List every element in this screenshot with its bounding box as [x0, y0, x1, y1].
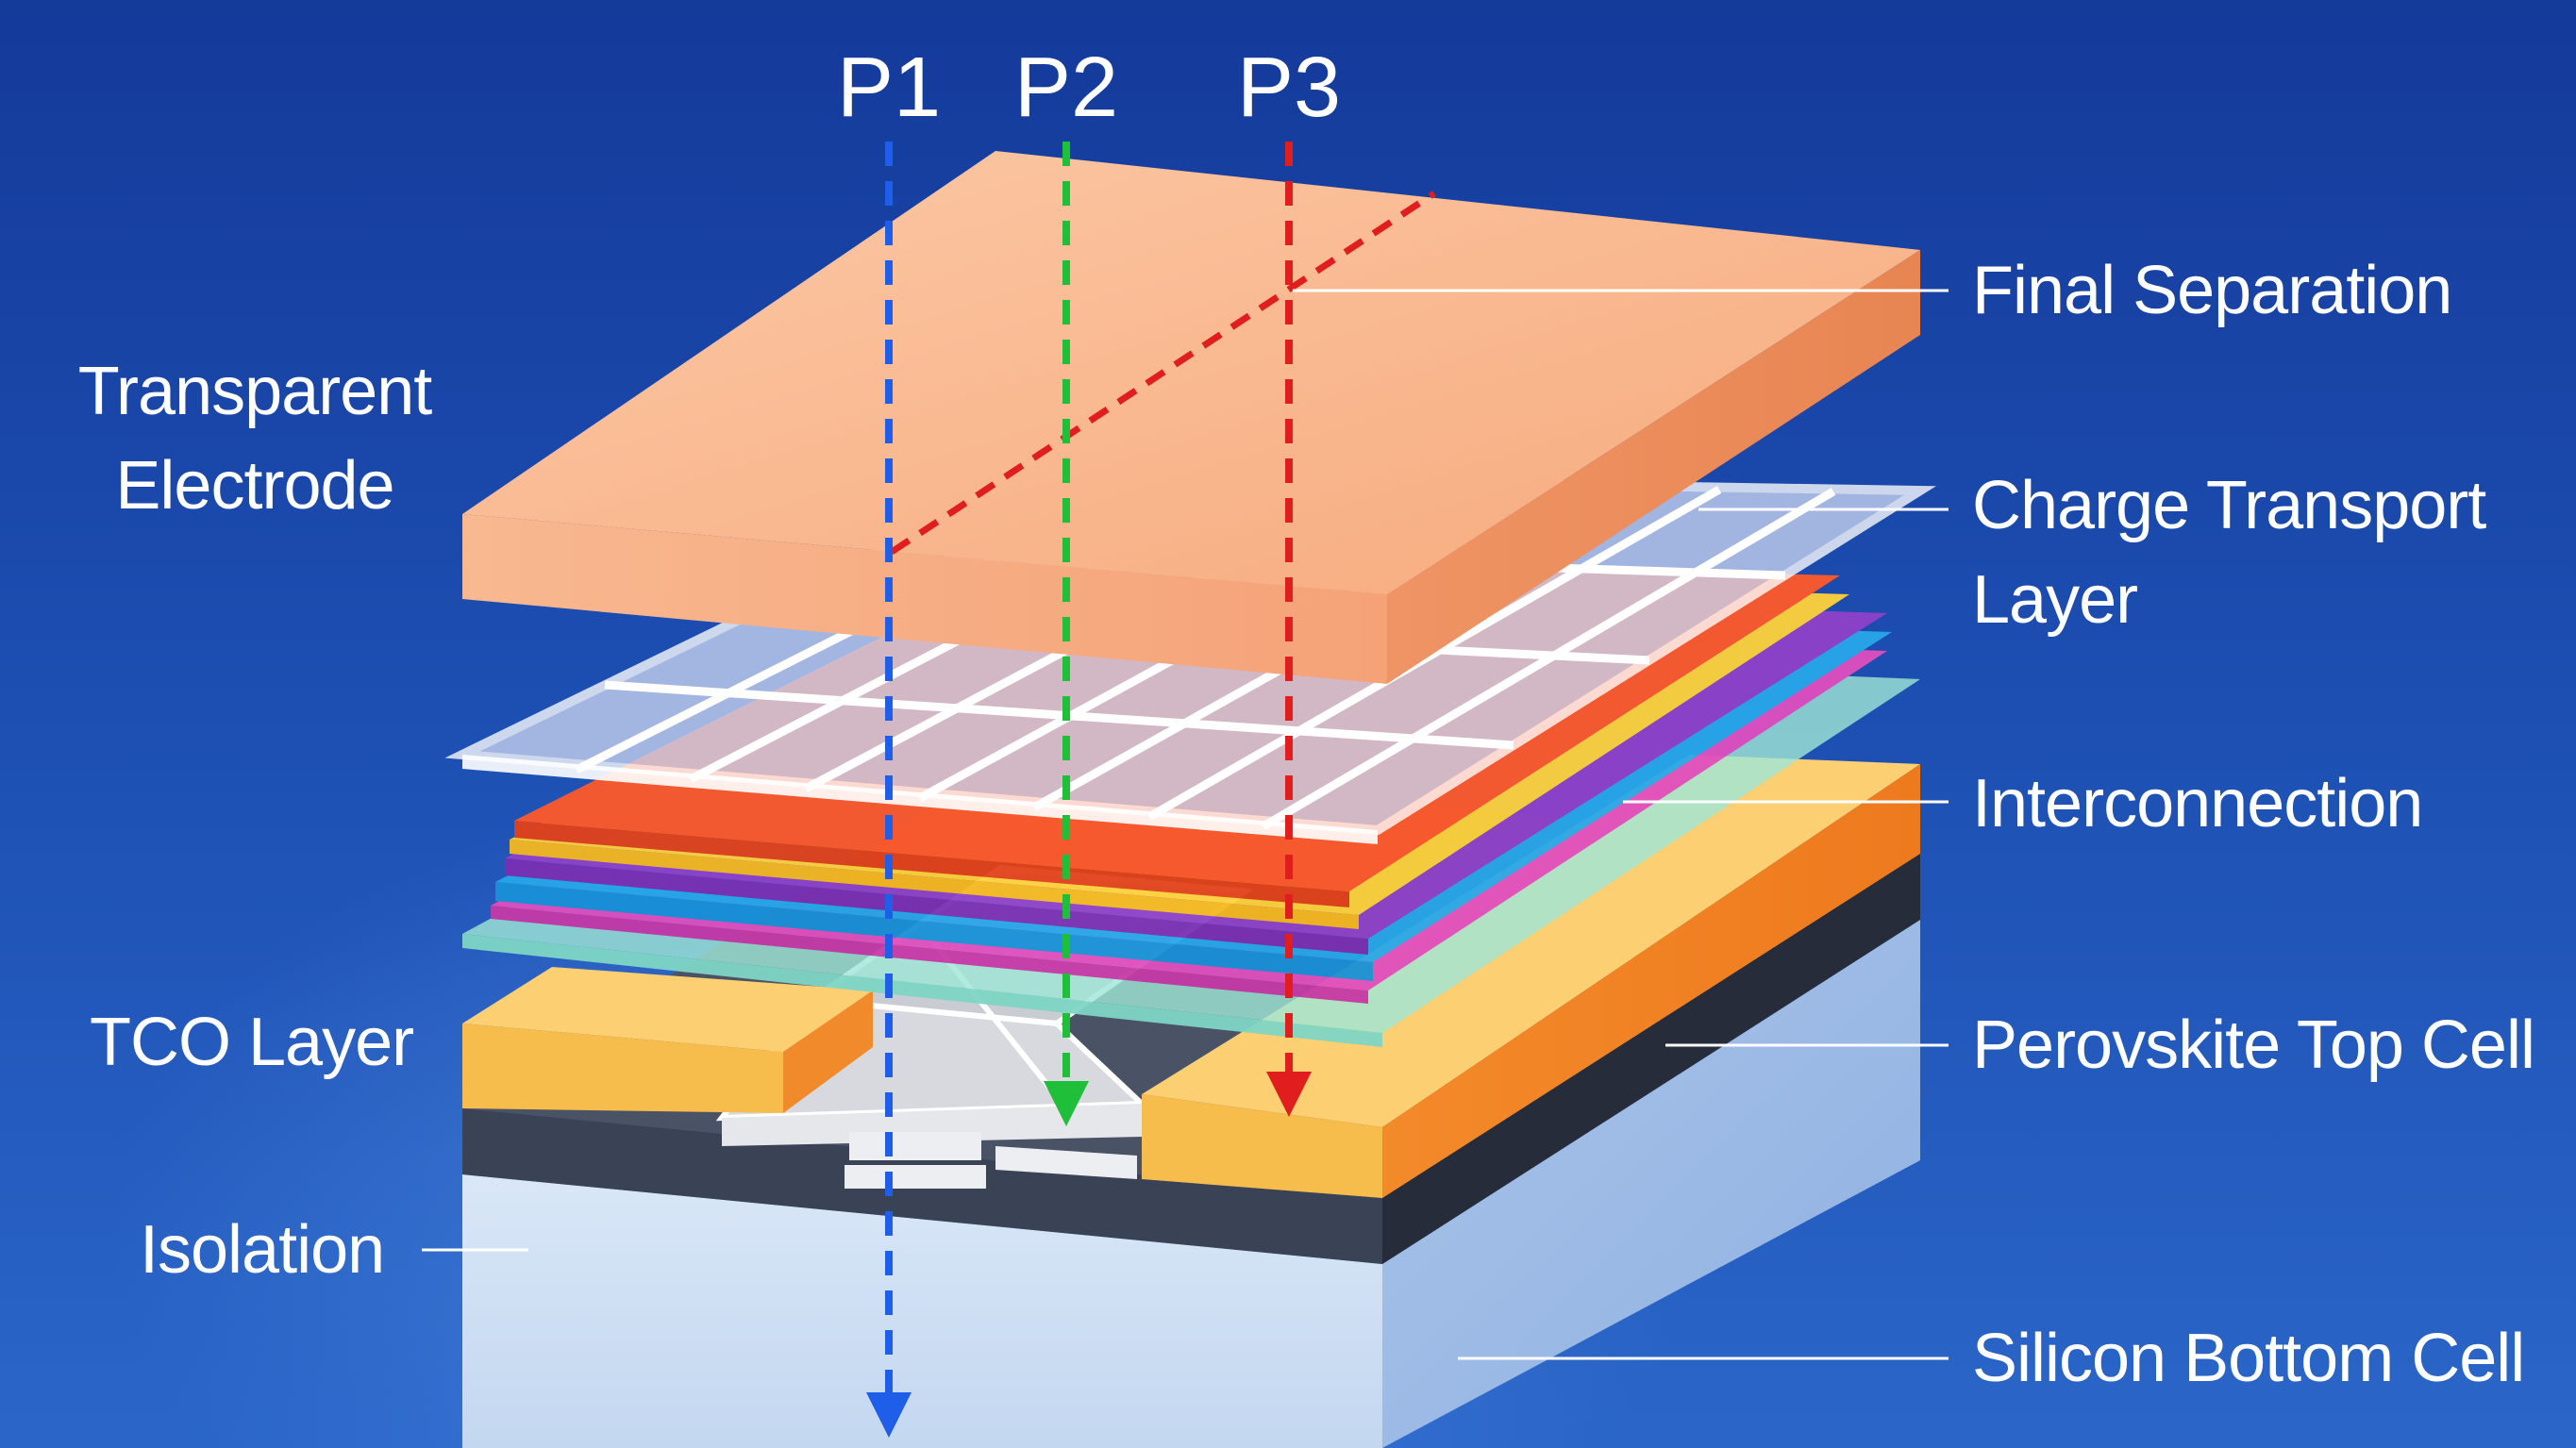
label-tco-layer: TCO Layer [90, 1005, 414, 1080]
leader-lines [422, 289, 1949, 1360]
probe-label-p1: P1 [836, 41, 942, 135]
tco-left-block [462, 967, 873, 1113]
label-charge-transport-line2: Layer [1972, 562, 2138, 638]
label-final-separation: Final Separation [1972, 253, 2452, 328]
label-isolation: Isolation [140, 1212, 385, 1288]
silicon-bottom-cell-block [462, 920, 1920, 1448]
label-perovskite-top-cell: Perovskite Top Cell [1972, 1007, 2535, 1083]
transparent-electrode-slab [462, 151, 1920, 684]
label-interconnection: Interconnection [1972, 766, 2423, 841]
label-transparent-electrode-line1: Transparent [77, 354, 433, 429]
p3-separation-line [890, 191, 1436, 555]
probe-label-p2: P2 [1013, 41, 1119, 135]
label-silicon-bottom-cell: Silicon Bottom Cell [1972, 1321, 2525, 1396]
probe-lines [866, 141, 1312, 1438]
label-transparent-electrode: Transparent Electrode [57, 344, 453, 533]
label-charge-transport-line1: Charge Transport [1972, 468, 2486, 543]
probe-label-p3: P3 [1236, 41, 1342, 135]
label-transparent-electrode-line2: Electrode [115, 448, 394, 524]
label-charge-transport-layer: Charge Transport Layer [1972, 458, 2486, 647]
